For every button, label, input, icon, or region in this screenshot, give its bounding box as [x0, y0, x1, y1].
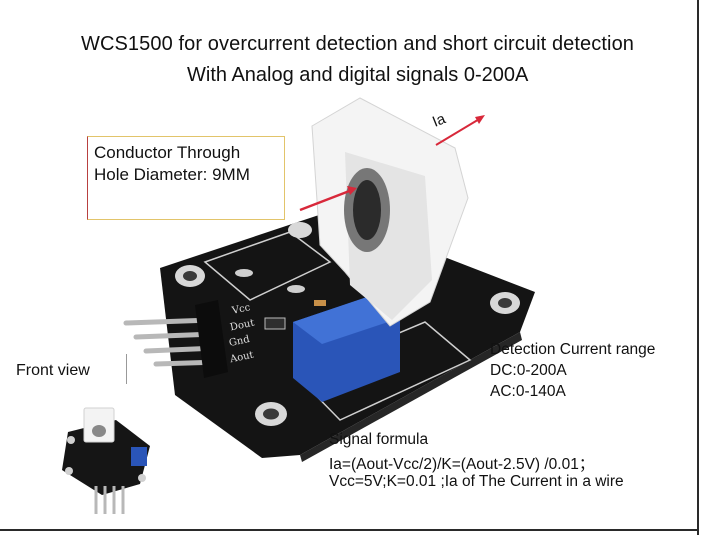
arrow-current	[435, 117, 482, 146]
title-line-1: WCS1500 for overcurrent detection and sh…	[80, 33, 635, 55]
front-view-mounting-hole	[67, 436, 75, 444]
frame-border-right	[697, 0, 699, 535]
smd-pad	[287, 285, 305, 293]
callout-line-1: Conductor Through	[94, 143, 241, 162]
front-view-label-box: Front view	[8, 354, 127, 384]
detection-ac: AC:0-140A	[490, 383, 566, 400]
arrow-conductor	[299, 188, 353, 212]
conductor-callout: Conductor Through Hole Diameter: 9MM	[87, 136, 285, 220]
front-view-mounting-hole	[138, 474, 146, 482]
smd-component	[314, 300, 326, 306]
detection-dc: DC:0-200A	[490, 362, 567, 379]
frame-border-bottom	[0, 529, 699, 531]
formula-line-1: Ia=(Aout-Vcc/2)/K=(Aout-2.5V) /0.01；	[329, 456, 595, 473]
front-view-potentiometer	[131, 447, 147, 466]
potentiometer-top	[293, 296, 400, 344]
smd-component	[264, 317, 286, 330]
callout-line-2: Hole Diameter: 9MM	[94, 165, 250, 184]
mounting-hole	[183, 271, 197, 281]
mounting-hole	[498, 298, 512, 308]
detection-range-title: Detection Current range	[490, 341, 656, 358]
formula-line-2: Vcc=5V;K=0.01 ;Ia of The Current in a wi…	[329, 473, 624, 490]
front-view-hole	[92, 425, 106, 437]
sensor-hole	[353, 180, 381, 240]
silkscreen-outline	[203, 231, 332, 301]
front-view-pins	[94, 486, 125, 514]
formula-title: Signal formula	[329, 431, 429, 448]
front-view-label: Front view	[16, 362, 90, 379]
arrow-head	[347, 186, 357, 195]
arrow-head	[475, 115, 485, 124]
pcb-board-edge	[300, 332, 522, 462]
smd-pad	[235, 269, 253, 277]
mounting-hole	[288, 222, 312, 238]
front-view-mounting-hole	[65, 467, 73, 475]
header-housing	[195, 300, 228, 378]
mounting-hole	[263, 408, 279, 420]
title-line-2: With Analog and digital signals 0-200A	[187, 64, 529, 86]
